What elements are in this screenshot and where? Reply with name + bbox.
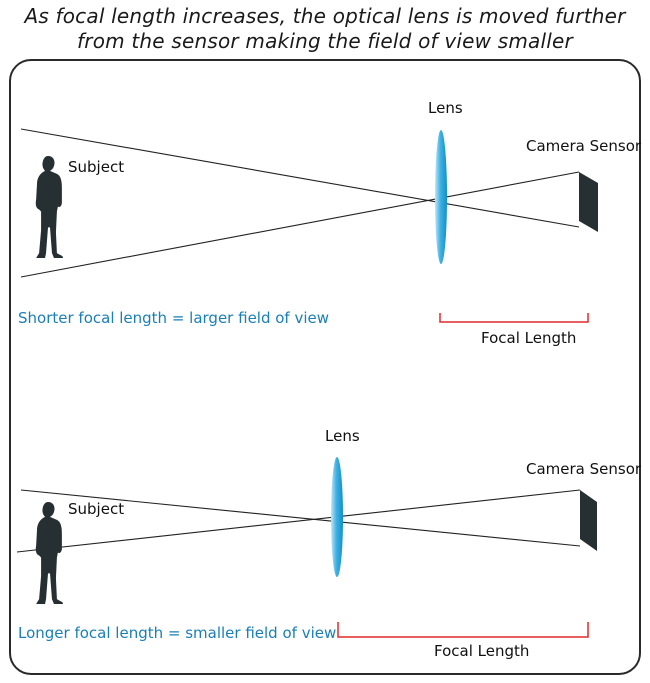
caption-short-focal: Shorter focal length = larger field of v… — [18, 309, 329, 327]
diagram-title: As focal length increases, the optical l… — [0, 4, 650, 54]
lens-icon — [435, 130, 447, 264]
sensor-label: Camera Sensor — [526, 460, 642, 478]
subject-label: Subject — [68, 158, 124, 176]
lens-label: Lens — [428, 99, 463, 117]
subject-label: Subject — [68, 500, 124, 518]
subject-silhouette-icon — [35, 502, 64, 605]
focal-length-bracket — [337, 622, 589, 638]
subject-silhouette-icon — [35, 156, 64, 259]
ray-bottom — [16, 489, 581, 553]
ray-bottom — [20, 171, 580, 278]
ray-top — [20, 128, 580, 228]
focal-length-bracket — [439, 313, 589, 323]
focal-length-label: Focal Length — [434, 642, 529, 660]
panel-short-focal: Subject Lens Camera Sensor Focal Length … — [18, 99, 642, 347]
diagram-frame — [9, 59, 641, 675]
focal-length-label: Focal Length — [481, 329, 576, 347]
ray-top — [20, 489, 581, 547]
lens-icon — [331, 457, 343, 577]
sensor-label: Camera Sensor — [526, 137, 642, 155]
title-line-1: As focal length increases, the optical l… — [24, 4, 626, 28]
camera-sensor-icon — [580, 490, 597, 551]
lens-label: Lens — [325, 427, 360, 445]
title-line-2: from the sensor making the field of view… — [77, 29, 573, 53]
panel-long-focal: Subject Lens Camera Sensor Focal Length … — [16, 427, 642, 660]
caption-long-focal: Longer focal length = smaller field of v… — [18, 624, 336, 642]
camera-sensor-icon — [579, 172, 598, 232]
